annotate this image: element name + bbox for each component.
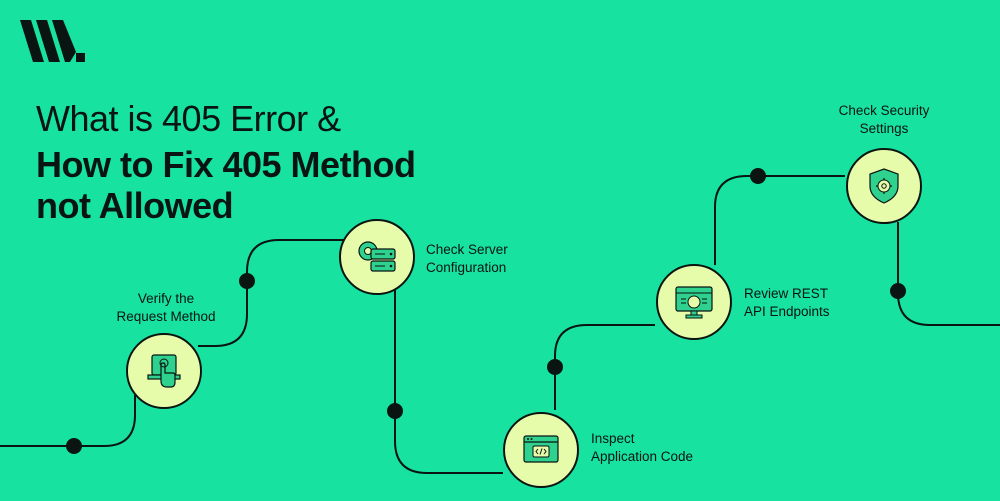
page-title-line-3: not Allowed	[36, 185, 234, 227]
path-node-3	[387, 403, 403, 419]
api-monitor-icon	[675, 286, 713, 319]
step-4-label: Review REST API Endpoints	[744, 286, 830, 319]
shield-icon	[869, 168, 899, 204]
step-4-circle	[656, 264, 732, 340]
path-node-1	[66, 438, 82, 454]
page-title-bold: How to Fix 405 Method not Allowed	[36, 144, 416, 227]
server-gear-icon	[358, 241, 396, 272]
page-title-line-2: How to Fix 405 Method	[36, 144, 416, 185]
step-2-circle	[339, 219, 415, 295]
step-3-label: Inspect Application Code	[591, 431, 694, 464]
step-1-label: Verify the Request Method	[116, 291, 216, 324]
step-2-label: Check Server Configuration	[426, 242, 508, 275]
code-window-icon	[523, 435, 559, 463]
hand-pointer-icon	[147, 354, 181, 388]
path-node-5	[750, 168, 766, 184]
step-5-label: Check Security Settings	[838, 103, 930, 136]
page-title-line-1: What is 405 Error &	[36, 98, 341, 139]
path-node-6	[890, 283, 906, 299]
brand-logo	[20, 20, 85, 62]
step-3-circle	[503, 412, 579, 488]
step-1-circle	[126, 333, 202, 409]
step-5-circle	[846, 148, 922, 224]
path-node-2	[239, 273, 255, 289]
path-node-4	[547, 359, 563, 375]
